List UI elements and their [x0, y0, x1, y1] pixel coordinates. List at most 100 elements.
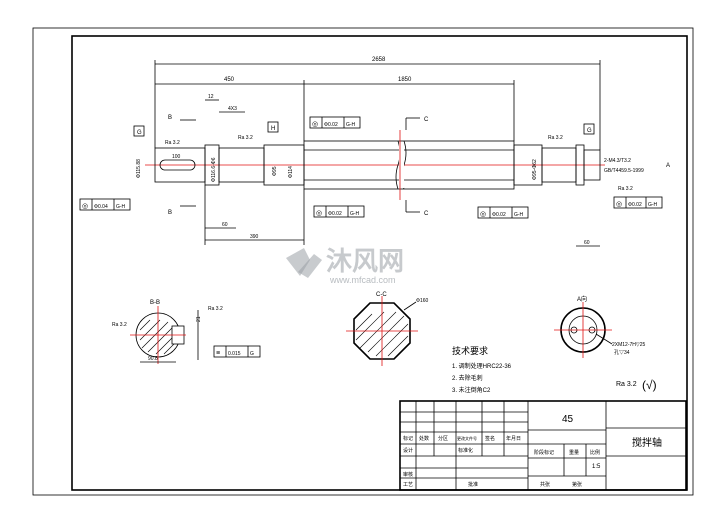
- watermark-logo: [286, 248, 322, 278]
- dim-phi-right: Φ95-Φ62: [532, 159, 538, 180]
- tb-header-mark: 标记: [403, 435, 413, 442]
- section-mark-c-bot: C: [424, 211, 429, 217]
- datum-h: H: [271, 126, 275, 132]
- tb-header-zone: 分区: [438, 435, 448, 442]
- tb-sheets-total: 共张: [540, 481, 550, 488]
- datum-boxes: [133, 121, 595, 137]
- tol-6-sym: ≡: [216, 350, 220, 357]
- dim-left-width: 4X3: [228, 106, 237, 112]
- tol-3-sym: ◎: [480, 211, 486, 218]
- tol-2-ref: G-H: [350, 211, 360, 217]
- tol-frame-4: [79, 198, 131, 211]
- tol-frame-3: [477, 206, 529, 219]
- section-bb-depth: 90.8: [148, 356, 158, 362]
- roughness-1: Ra 3.2: [165, 140, 180, 146]
- tech-req-item-1: 1. 调制处理HRC22-36: [452, 362, 512, 370]
- watermark-url: www.mfcad.com: [329, 275, 396, 285]
- dim-phi-mid1: Φ95: [272, 166, 278, 176]
- view-arrow-a: A: [666, 163, 670, 169]
- tol-frame-6: [213, 345, 261, 358]
- section-mark-b-bot: B: [168, 210, 172, 216]
- tol-3-ref: G-H: [514, 212, 524, 218]
- tol-2-sym: ◎: [316, 210, 322, 217]
- inner-border: [71, 35, 688, 491]
- tol-4-ref: G-H: [116, 204, 126, 210]
- tol-6-val: 0.015: [228, 351, 241, 357]
- roughness-5: Ra 3.2: [112, 322, 127, 328]
- dim-key-len: 100: [172, 154, 181, 160]
- shaft-main-view: [145, 117, 605, 213]
- dim-len-390: 390: [250, 234, 259, 240]
- tol-frame-5: [613, 196, 663, 209]
- tb-standardize: 标准化: [458, 447, 473, 454]
- roughness-6: Ra 3.2: [208, 306, 223, 312]
- tech-req-title: 技术要求: [452, 345, 488, 356]
- section-mark-c-top: C: [424, 117, 429, 123]
- datum-g2: G: [587, 128, 592, 134]
- tb-header-date: 年月日: [506, 435, 521, 442]
- tb-ratio: 比例: [590, 449, 600, 456]
- tol-5-val: Φ0.02: [628, 202, 642, 208]
- tol-5-ref: G-H: [648, 202, 658, 208]
- thread-note-1: 2-M4.3/T3.2: [604, 158, 631, 164]
- section-bb-view: [130, 306, 199, 364]
- tb-scale: 1:5: [592, 464, 601, 470]
- dim-phi-end: Φ115.88: [136, 159, 142, 178]
- roughness-3: Ra 3.2: [548, 135, 563, 141]
- view-a-note-2: 孔▽34: [614, 349, 630, 356]
- dim-total-length: 2658: [372, 57, 386, 63]
- section-cc-view: [346, 296, 418, 366]
- section-bb-width: 21: [196, 316, 202, 322]
- tol-3-val: Φ0.02: [492, 212, 506, 218]
- tol-6-ref: G: [250, 351, 254, 357]
- tb-process: 工艺: [403, 482, 413, 488]
- tb-header-count: 处数: [419, 435, 429, 442]
- view-a-title: A向: [577, 295, 587, 303]
- tb-approve: 批准: [468, 481, 478, 488]
- outer-border: [32, 27, 694, 496]
- tb-material: 45: [562, 414, 574, 425]
- section-bb-title: B-B: [150, 300, 160, 306]
- tech-req-item-3: 3. 未注倒角C2: [452, 386, 491, 394]
- section-cc-dia: Φ160: [416, 298, 429, 304]
- tol-1-val: Φ0.02: [324, 122, 338, 128]
- tol-4-val: Φ0.04: [94, 204, 108, 210]
- tol-frame-1: [309, 116, 361, 129]
- roughness-2: Ra 3.2: [238, 135, 253, 141]
- watermark-brand: 沐风网: [326, 246, 404, 276]
- view-a-note-1: 2XM12-7H▽25: [612, 342, 646, 348]
- dim-middle-length: 1850: [398, 77, 412, 83]
- view-a: [554, 302, 613, 358]
- tol-1-sym: ◎: [312, 121, 318, 128]
- tb-header-doc: 更改文件号: [457, 435, 477, 441]
- tol-4-sym: ◎: [82, 203, 88, 210]
- section-mark-b-top: B: [168, 115, 172, 121]
- section-cc-title: C-C: [376, 292, 387, 298]
- tol-2-val: Φ0.02: [328, 211, 342, 217]
- tol-frame-2: [313, 205, 365, 218]
- tb-sheet-no: 第张: [572, 481, 582, 488]
- tech-req-item-2: 2. 去除毛刺: [452, 374, 483, 382]
- tb-stage-mark: 阶段标记: [534, 449, 554, 456]
- dimension-lines: [154, 60, 601, 247]
- tb-weight: 重量: [569, 449, 579, 456]
- dim-phi-tol: Φ116.6-Φ6: [211, 157, 217, 182]
- tb-review: 审核: [403, 471, 413, 478]
- tb-design: 设计: [403, 447, 413, 454]
- tol-1-ref: G-H: [346, 122, 356, 128]
- tol-5-sym: ◎: [616, 201, 622, 208]
- dim-phi-mid2: Φ114: [288, 166, 294, 178]
- dim-small-len: 60: [222, 222, 228, 228]
- datum-g: G: [137, 130, 142, 136]
- tb-part-name: 搅拌轴: [632, 436, 662, 449]
- roughness-general-paren: (√): [642, 378, 657, 392]
- dim-left-groove: 12: [208, 94, 214, 100]
- thread-note-2: GB/T4459.5-1999: [604, 168, 644, 174]
- title-block: [399, 400, 687, 491]
- roughness-4: Ra 3.2: [618, 186, 633, 192]
- roughness-general: Ra 3.2: [616, 381, 637, 388]
- dim-left-length: 450: [224, 77, 235, 83]
- dim-right-len: 60: [584, 240, 590, 246]
- tb-header-sign: 签名: [485, 435, 495, 442]
